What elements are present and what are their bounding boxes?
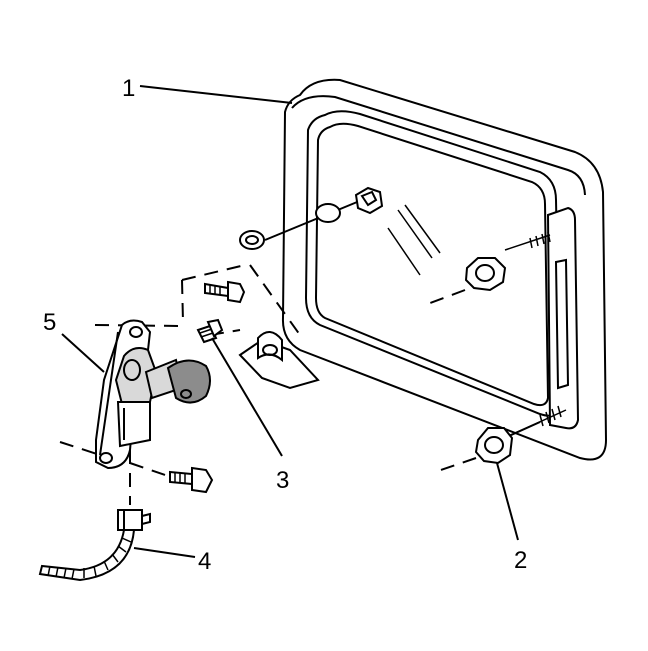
mounting-bracket bbox=[238, 331, 320, 390]
middle-stud-threads bbox=[504, 231, 551, 251]
middle-stud-dash bbox=[424, 289, 466, 306]
upper-screw bbox=[204, 280, 246, 304]
middle-nut bbox=[464, 257, 507, 292]
harness-connector bbox=[117, 509, 143, 531]
plate-hole-lower bbox=[99, 452, 113, 464]
callout-leader-4 bbox=[133, 547, 196, 558]
glass-reflection-marks bbox=[387, 204, 441, 276]
upper-screw-head bbox=[227, 280, 246, 304]
glass-inner-edge bbox=[314, 122, 550, 407]
rear-bracket-strip bbox=[546, 206, 580, 430]
callout-label-5: 5 bbox=[43, 309, 56, 336]
panel-frame-top-edge bbox=[291, 95, 586, 196]
callout-leader-2 bbox=[496, 462, 519, 541]
alignment-dash-lower-left bbox=[59, 441, 101, 456]
wiring-harness bbox=[38, 450, 151, 582]
callout-label-3: 3 bbox=[276, 467, 289, 494]
callout-leader-3 bbox=[211, 337, 283, 457]
callout-label-2: 2 bbox=[514, 547, 527, 574]
callout-label-1: 1 bbox=[122, 75, 135, 102]
bolt bbox=[196, 318, 224, 344]
alignment-dash-left bbox=[94, 324, 181, 327]
callout-leader-1 bbox=[139, 85, 293, 104]
lower-screw-head bbox=[191, 466, 214, 494]
lower-nut bbox=[474, 427, 514, 465]
alignment-dash-bracket bbox=[249, 264, 301, 336]
upper-stud-assembly bbox=[239, 186, 384, 250]
plate-hole-upper bbox=[129, 326, 143, 338]
rear-bracket-slot bbox=[554, 258, 570, 390]
harness-wire bbox=[38, 529, 136, 582]
harness-wire-wrap bbox=[47, 537, 132, 580]
alignment-dash-upper bbox=[181, 279, 184, 323]
upper-washer bbox=[239, 230, 265, 250]
middle-stud-assembly bbox=[424, 231, 551, 306]
lower-screw bbox=[129, 462, 214, 494]
callout-label-4: 4 bbox=[198, 548, 211, 575]
lower-stud-assembly bbox=[434, 405, 567, 473]
lower-stud-dash bbox=[434, 457, 477, 473]
lamp-bulb bbox=[166, 359, 211, 404]
window-panel bbox=[281, 78, 608, 461]
alignment-dash-top bbox=[181, 264, 246, 281]
callout-leader-5 bbox=[61, 333, 105, 373]
lamp-connector bbox=[116, 401, 151, 448]
stud-leader-line bbox=[264, 199, 363, 241]
bolt-head bbox=[206, 318, 224, 338]
upper-stud-head bbox=[354, 186, 384, 215]
lamp-assembly bbox=[95, 319, 211, 470]
panel-hole bbox=[315, 203, 341, 223]
